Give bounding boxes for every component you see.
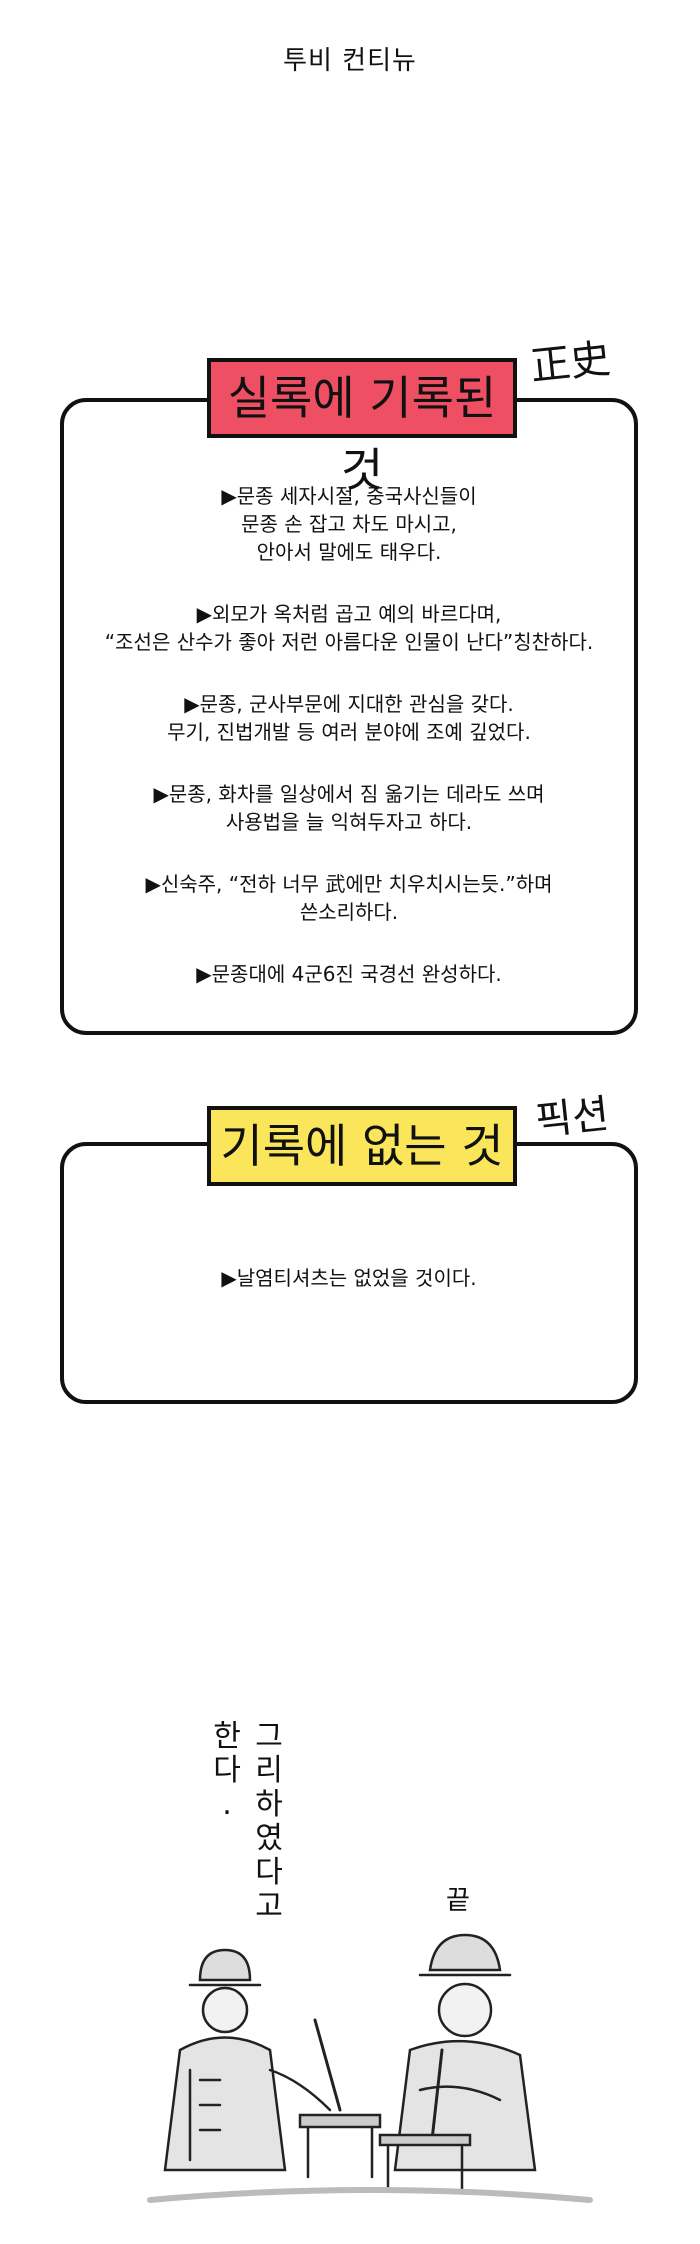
entry-line: 문종 손 잡고 차도 마시고,: [241, 512, 457, 536]
vertical-char: 고: [255, 1889, 283, 1924]
entry-line: 무기, 진법개발 등 여러 분야에 조예 깊었다.: [167, 720, 531, 744]
vertical-char: 하: [255, 1787, 283, 1822]
vertical-char: 다: [255, 1855, 283, 1890]
entry-line: “조선은 산수가 좋아 저런 아름다운 인물이 난다”칭찬하다.: [104, 630, 594, 654]
vertical-char: 리: [255, 1753, 283, 1788]
two-scholars-illustration: [147, 1933, 593, 2203]
ending-mark: 끝: [446, 1886, 470, 1916]
vertical-char: 그: [255, 1719, 283, 1754]
fiction-entry: ▶날염티셔츠는 없었을 것이다.: [64, 1264, 634, 1292]
entry-line: ▶문종, 화차를 일상에서 짐 옮기는 데라도 쓰며: [153, 782, 545, 806]
entry-line: ▶외모가 옥처럼 곱고 예의 바르다며,: [196, 602, 502, 626]
recorded-entry: ▶문종, 화차를 일상에서 짐 옮기는 데라도 쓰며 사용법을 늘 익혀두자고 …: [64, 780, 634, 836]
recorded-entry: ▶외모가 옥처럼 곱고 예의 바르다며, “조선은 산수가 좋아 저런 아름다운…: [64, 600, 634, 656]
recorded-section-tag: 正史: [528, 335, 613, 391]
entry-line: ▶문종, 군사부문에 지대한 관심을 갖다.: [184, 692, 514, 716]
entry-line: ▶신숙주, “전하 너무 武에만 치우치시는듯.”하며: [145, 872, 553, 896]
vertical-char: 다: [213, 1753, 241, 1788]
entry-line: ▶문종 세자시절, 중국사신들이: [64, 482, 634, 510]
recorded-entry: ▶신숙주, “전하 너무 武에만 치우치시는듯.”하며 쓴소리하다.: [64, 870, 634, 926]
recorded-entry: ▶문종 세자시절, 중국사신들이 문종 손 잡고 차도 마시고, 안아서 말에도…: [64, 482, 634, 566]
entry-line: ▶날염티셔츠는 없었을 것이다.: [221, 1266, 477, 1290]
recorded-section-label: 실록에 기록된것: [207, 358, 517, 497]
page-title: 투비 컨티뉴: [283, 46, 417, 76]
recorded-section-box: ▶문종 세자시절, 중국사신들이 문종 손 잡고 차도 마시고, 안아서 말에도…: [60, 398, 638, 1035]
entry-line: 안아서 말에도 태우다.: [256, 540, 442, 564]
vertical-char: 한: [213, 1719, 241, 1754]
vertical-char: .: [222, 1787, 232, 1822]
fiction-section-label: 기록에 없는 것: [207, 1106, 517, 1186]
entry-line: 쓴소리하다.: [299, 900, 399, 924]
vertical-char: 였: [255, 1821, 283, 1856]
recorded-entry: ▶문종, 군사부문에 지대한 관심을 갖다. 무기, 진법개발 등 여러 분야에…: [64, 690, 634, 746]
fiction-section-box: ▶날염티셔츠는 없었을 것이다.: [60, 1142, 638, 1404]
entry-line: ▶문종대에 4군6진 국경선 완성하다.: [196, 962, 502, 986]
entry-line: 사용법을 늘 익혀두자고 하다.: [225, 810, 473, 834]
recorded-entry: ▶문종대에 4군6진 국경선 완성하다.: [64, 960, 634, 988]
fiction-section-tag: 픽션: [533, 1091, 612, 1145]
